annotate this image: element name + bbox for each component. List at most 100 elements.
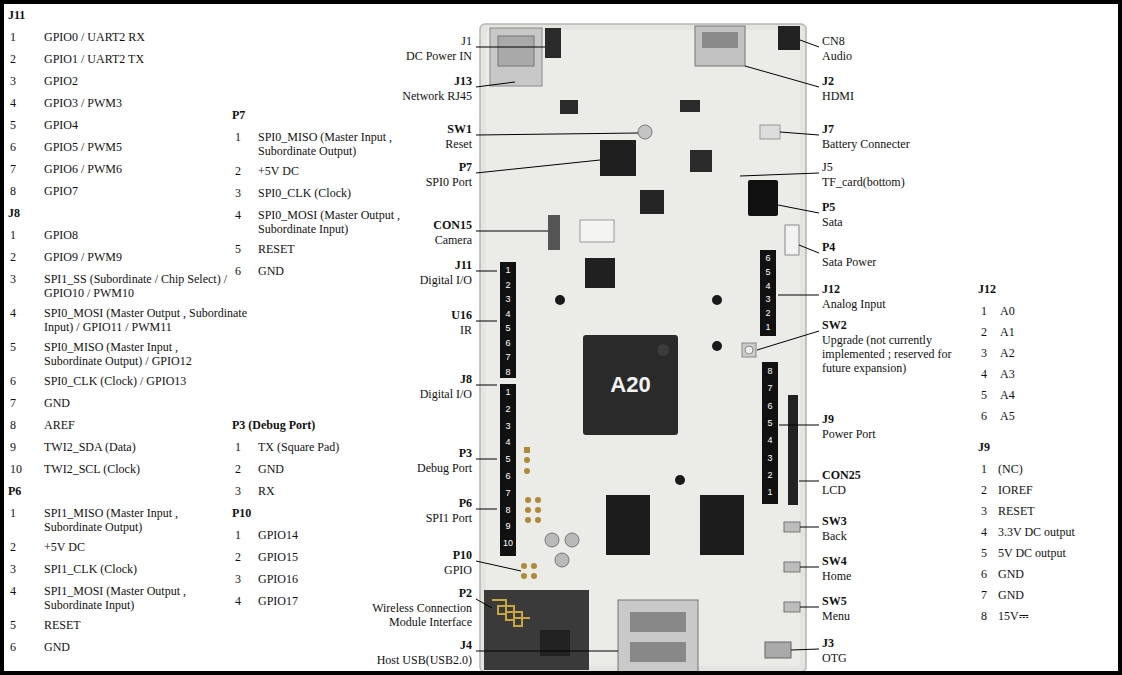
dram-chips xyxy=(606,495,744,555)
pin-number: 3 xyxy=(981,346,987,360)
pin-number: 1 xyxy=(235,440,241,454)
pin-function: SPI1_MOSI (Master Output , Subordinate I… xyxy=(44,584,229,612)
pin-number: 1 xyxy=(235,528,241,542)
camera-connector xyxy=(580,220,614,242)
header-pin-number: 1 xyxy=(500,387,516,398)
gpio-pads xyxy=(521,563,527,569)
small-chips xyxy=(585,258,615,288)
header-pin-number: 4 xyxy=(500,309,516,320)
header-pin-number: 3 xyxy=(762,453,778,464)
spi1-pads xyxy=(535,497,541,503)
pin-function: GND xyxy=(998,567,1024,581)
round-parts xyxy=(555,295,565,305)
callout-description: TF_card(bottom) xyxy=(822,175,972,189)
callout-description: Home xyxy=(822,569,972,583)
pin-number: 4 xyxy=(235,594,241,608)
leader-lines xyxy=(800,607,819,608)
gpio-pads xyxy=(521,573,527,579)
wireless-module xyxy=(484,590,589,670)
otg-port xyxy=(765,642,791,658)
wireless-module xyxy=(484,590,589,670)
pin-number: 1 xyxy=(981,304,987,318)
leader-lines xyxy=(780,132,819,135)
callout-label: SW2 xyxy=(822,318,972,332)
table-heading: P10 xyxy=(232,506,251,520)
pin-function: GPIO15 xyxy=(258,550,423,564)
reset-button xyxy=(638,125,652,139)
callout-description: Sata Power xyxy=(822,255,972,269)
callout-label: J8 xyxy=(312,372,472,386)
callout-label: CON25 xyxy=(822,468,972,482)
table-heading: J12 xyxy=(978,282,996,296)
camera-connector xyxy=(548,215,560,250)
small-chips xyxy=(690,150,712,172)
spi1-pads xyxy=(525,497,531,503)
pin-function: GPIO5 / PWM5 xyxy=(44,140,229,154)
leader-lines xyxy=(476,160,600,173)
pin-number: 5 xyxy=(235,242,241,256)
header-pin-number: 7 xyxy=(762,383,778,394)
pin-function: GPIO1 / UART2 TX xyxy=(44,52,229,66)
pin-function: AREF xyxy=(44,418,229,432)
callout-description: Upgrade (not currently implemented ; res… xyxy=(822,333,972,375)
camera-connector xyxy=(548,215,614,250)
gpio-pads xyxy=(531,573,537,579)
pin-function: RESET xyxy=(258,242,423,256)
side-buttons xyxy=(784,602,800,612)
callout-label: J11 xyxy=(312,258,472,272)
callout-description: OTG xyxy=(822,651,972,665)
callout-label: U16 xyxy=(312,308,472,322)
spi1-pads xyxy=(525,507,531,513)
header-pin-number: 2 xyxy=(762,470,778,481)
pin-function: GND xyxy=(258,264,423,278)
audio-jack xyxy=(778,26,800,50)
header-pin-number: 5 xyxy=(500,454,516,465)
leader-lines xyxy=(757,331,819,350)
header-pin-number: 3 xyxy=(500,294,516,305)
chip-marking: A20 xyxy=(583,373,678,397)
pin-number: 3 xyxy=(235,484,241,498)
callout-description: Power Port xyxy=(822,427,972,441)
debug-pads xyxy=(524,457,530,463)
pin-function: GPIO9 / PWM9 xyxy=(44,250,229,264)
pin-headers xyxy=(500,384,516,556)
callout-label: SW1 xyxy=(312,122,472,136)
leader-lines xyxy=(778,295,819,296)
callout-label: J2 xyxy=(822,74,972,88)
pin-number: 1 xyxy=(235,130,241,144)
callout-label: J5 xyxy=(822,160,972,174)
leader-lines xyxy=(779,425,819,426)
callout-description: Host USB(USB2.0) xyxy=(312,653,472,667)
pin-function: +5V DC xyxy=(258,164,423,178)
round-parts xyxy=(545,295,722,567)
board xyxy=(486,30,800,666)
callout-description: Analog Input xyxy=(822,297,972,311)
callout-description: Digital I/O xyxy=(312,387,472,401)
pin-number: 2 xyxy=(10,52,16,66)
header-pin-number: 2 xyxy=(500,404,516,415)
pin-number: 8 xyxy=(10,418,16,432)
reset-button xyxy=(638,125,652,139)
header-pin-number: 6 xyxy=(760,253,776,264)
pin-number: 7 xyxy=(981,588,987,602)
callout-description: Reset xyxy=(312,137,472,151)
pin-number: 3 xyxy=(981,504,987,518)
callout-label: SW4 xyxy=(822,554,972,568)
pin-number: 5 xyxy=(10,118,16,132)
pin-function: SPI0_CLK (Clock) xyxy=(258,186,423,200)
pin-number: 2 xyxy=(10,250,16,264)
pin-function: +5V DC xyxy=(44,540,229,554)
leader-lines xyxy=(476,231,548,232)
round-parts xyxy=(712,295,722,305)
callout-description: Battery Connecter xyxy=(822,137,972,151)
leader-lines xyxy=(740,173,819,176)
gpio-pads xyxy=(531,563,537,569)
leader-lines xyxy=(799,245,819,253)
pin-function: GND xyxy=(258,462,423,476)
pin-number: 9 xyxy=(10,440,16,454)
usb-host-port xyxy=(618,600,698,672)
callout-description: HDMI xyxy=(822,89,972,103)
callout-label: SW5 xyxy=(822,594,972,608)
